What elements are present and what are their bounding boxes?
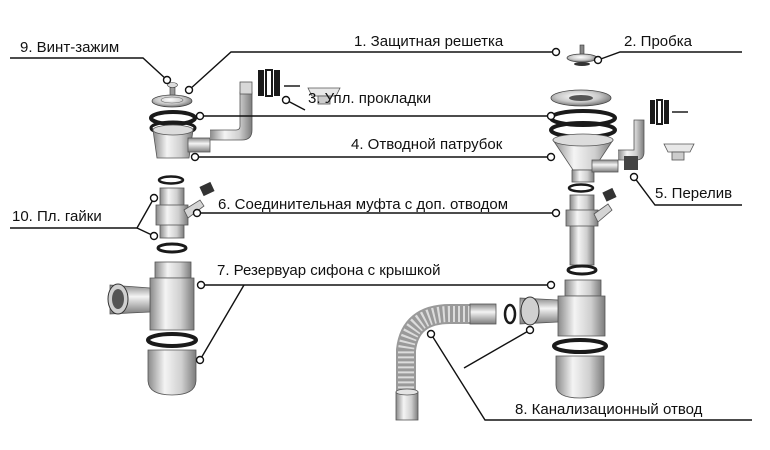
label-protective-grate: 1. Защитная решетка — [354, 33, 504, 50]
left-overflow-cap — [307, 87, 341, 105]
right-strainer — [550, 89, 612, 107]
leader-lines — [10, 47, 752, 421]
leader-5 — [633, 176, 742, 206]
leader-7-dot-a — [196, 280, 206, 290]
left-gasket-top — [149, 110, 197, 126]
leader-6-dot-a — [192, 208, 202, 218]
right-plug — [566, 44, 598, 66]
leader-7-lower — [199, 284, 245, 361]
leader-9 — [10, 57, 168, 81]
leader-9-dot — [162, 75, 172, 85]
leader-4b-dot-a — [190, 152, 200, 162]
left-clamp-screw — [167, 82, 178, 100]
leader-3-dot — [281, 95, 291, 105]
label-overflow: 5. Перелив — [655, 185, 733, 202]
leader-4b-dot-b — [546, 152, 556, 162]
right-drain-body — [552, 133, 619, 183]
leader-2-dot — [593, 55, 603, 65]
leader-10-dot-b — [149, 231, 159, 241]
leader-2 — [597, 51, 742, 61]
right-assembly — [395, 44, 695, 421]
label-siphon-reservoir: 7. Резервуар сифона с крышкой — [217, 262, 441, 279]
right-overflow-pipe — [618, 119, 645, 170]
left-coupling — [155, 175, 215, 254]
leader-8-dot-b — [525, 325, 535, 335]
left-outlet-pipe — [210, 81, 253, 141]
left-protective-grate — [151, 94, 193, 108]
right-coupling — [565, 183, 617, 276]
right-overflow-gaskets — [650, 99, 688, 125]
leader-4a-dot-a — [195, 111, 205, 121]
leader-6-dot-b — [551, 208, 561, 218]
leader-5-dot — [629, 172, 639, 182]
leader-4a-dot-b — [546, 111, 556, 121]
label-gaskets: 3. Упл. прокладки — [308, 90, 432, 107]
left-overflow-gaskets — [258, 69, 300, 97]
leader-8 — [430, 333, 752, 421]
leader-7-lower-dot — [195, 355, 205, 365]
left-siphon-reservoir — [107, 261, 198, 396]
label-sewer-outlet: 8. Канализационный отвод — [515, 401, 703, 418]
left-assembly — [107, 69, 341, 396]
leader-8-dot-a — [426, 329, 436, 339]
leader-10-dot-a — [149, 193, 159, 203]
right-siphon-reservoir — [503, 279, 608, 399]
right-overflow-cap — [663, 143, 695, 161]
leader-1-dot-b — [551, 47, 561, 57]
label-coupling: 6. Соединительная муфта с доп. отводом — [218, 196, 509, 213]
label-clamp-screw: 9. Винт-зажим — [20, 39, 120, 56]
left-drain-body — [152, 124, 211, 159]
leader-1-dot-a — [184, 85, 194, 95]
leader-1 — [188, 51, 556, 91]
leader-7-dot-b — [546, 280, 556, 290]
leader-8-b — [463, 329, 531, 369]
label-plug: 2. Пробка — [624, 33, 692, 50]
label-plastic-nuts: 10. Пл. гайки — [12, 208, 102, 225]
label-outlet-pipe: 4. Отводной патрубок — [351, 136, 503, 153]
sewer-hose — [395, 303, 497, 421]
